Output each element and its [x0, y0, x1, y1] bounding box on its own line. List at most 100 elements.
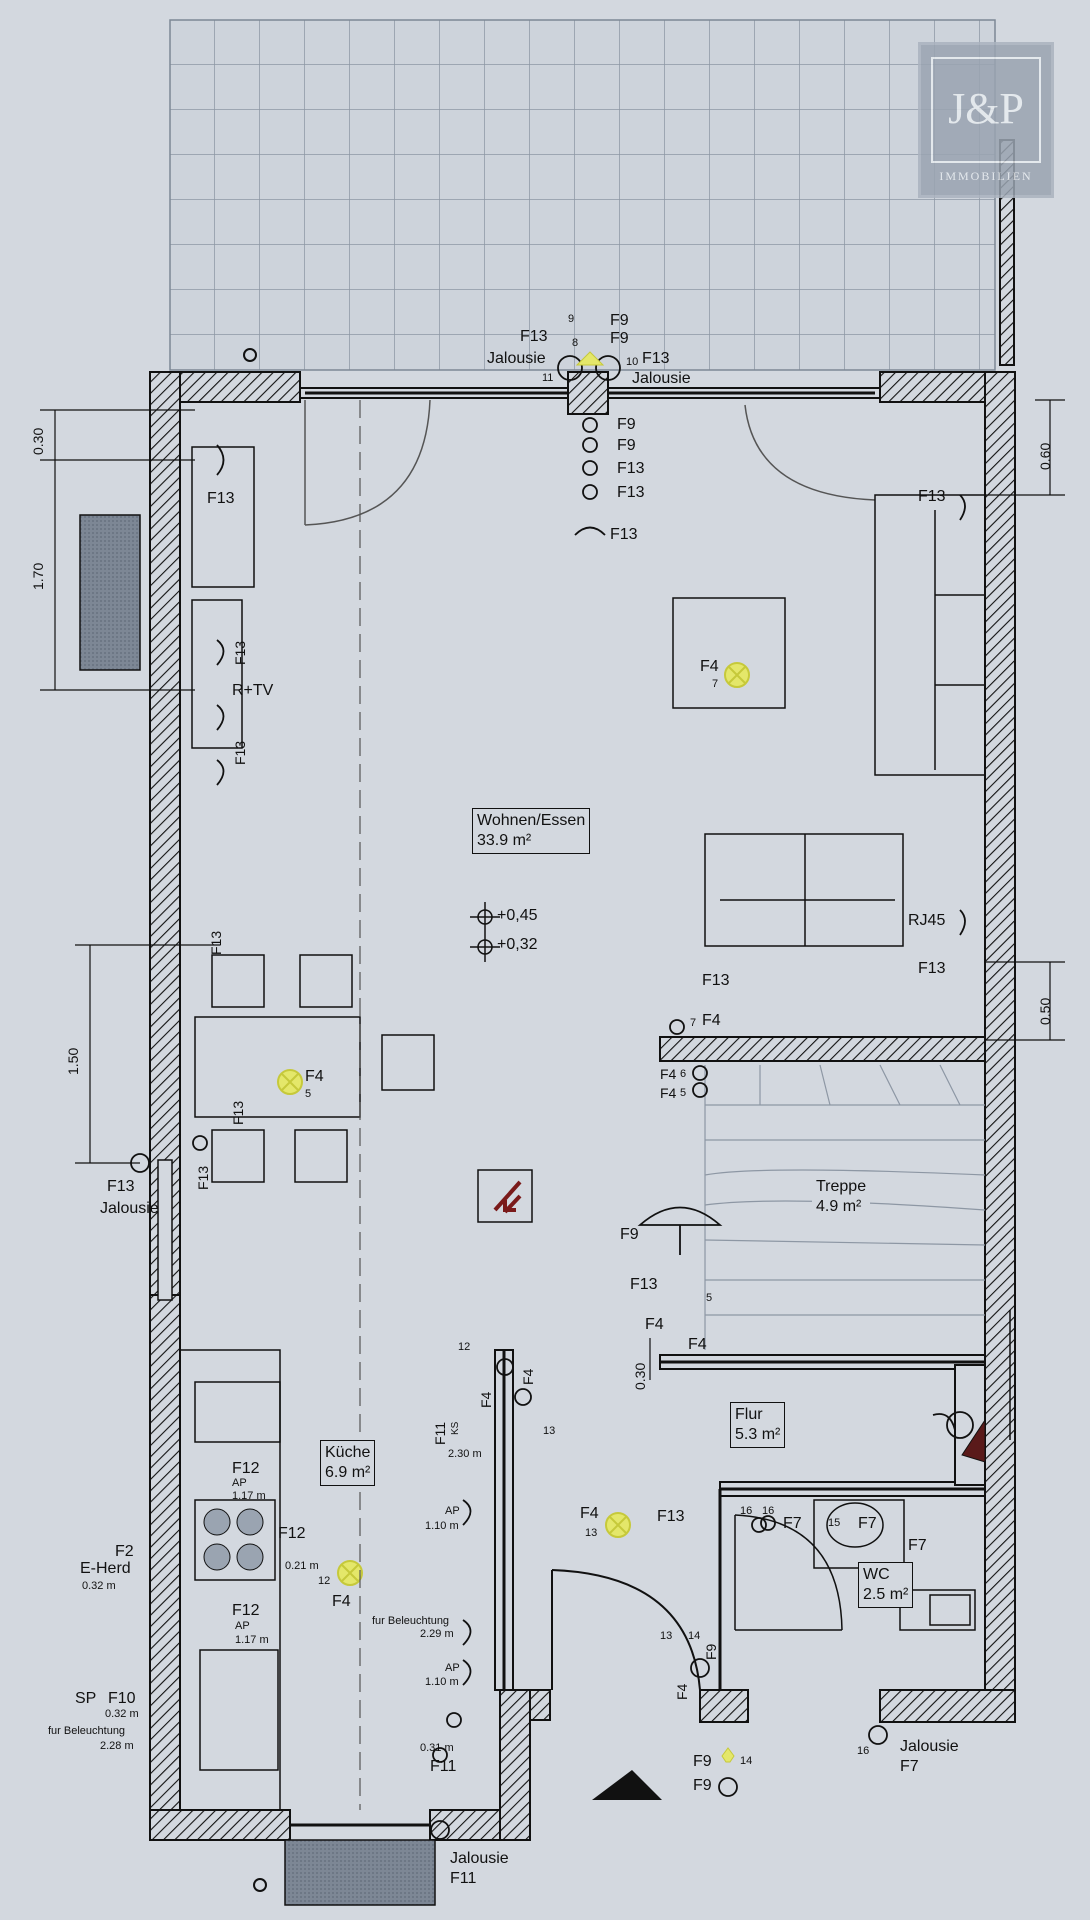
label-f13: F13 [610, 526, 638, 543]
label-num: 8 [572, 337, 579, 349]
room-name: WC [863, 1566, 890, 1583]
dim-050: 0.50 [1037, 997, 1053, 1025]
room-name: Flur [735, 1406, 763, 1423]
label-f12: F12 [232, 1460, 260, 1477]
label-rtv: R+TV [232, 682, 274, 699]
label-num: 15 [828, 1517, 841, 1529]
exterior-walls [149, 371, 1016, 1841]
room-name: Küche [325, 1444, 371, 1461]
label-f4: F4 [700, 658, 719, 675]
room-name: Wohnen/Essen [477, 812, 586, 829]
label-num: 16 [762, 1505, 775, 1517]
label-ap: AP [445, 1662, 460, 1674]
room-area: 33.9 m² [477, 832, 532, 849]
label-f9: F9 [693, 1777, 712, 1794]
label-f13: F13 [630, 1276, 658, 1293]
label-ap-height: 1.17 m [235, 1634, 269, 1646]
room-wohnen-essen: Wohnen/Essen 33.9 m² [472, 808, 591, 854]
label-jalousie: Jalousie [100, 1200, 159, 1217]
label-f4: F4 [332, 1593, 351, 1610]
label-f11: F11 [450, 1870, 477, 1887]
label-num: 7 [712, 678, 719, 690]
dimension-lines [40, 399, 1065, 1380]
label-beleuchtung-height: 2.29 m [420, 1628, 454, 1640]
label-num: 14 [740, 1755, 753, 1767]
label-num: 5 [305, 1088, 312, 1100]
label-num: 7 [690, 1017, 697, 1029]
label-f13: F13 [195, 1165, 211, 1190]
room-wc: WC 2.5 m² [858, 1562, 914, 1608]
room-kueche: Küche 6.9 m² [320, 1440, 376, 1486]
label-f13: F13 [232, 740, 248, 765]
label-f4: F4 [580, 1505, 599, 1522]
top-window [299, 371, 881, 415]
label-f4: F4 [478, 1391, 494, 1408]
interior-walls [494, 1036, 986, 1691]
label-f9: F9 [703, 1643, 719, 1660]
terrace [169, 19, 996, 371]
label-f9: F9 [620, 1226, 639, 1243]
label-f9: F9 [693, 1753, 712, 1770]
room-treppe: Treppe 4.9 m² [812, 1175, 871, 1219]
label-f13: F13 [617, 460, 645, 477]
label-f13: F13 [918, 488, 946, 505]
dim-030-flur: 0.30 [632, 1362, 648, 1390]
label-ap: AP [445, 1505, 460, 1517]
label-eherd: E-Herd [80, 1560, 131, 1577]
label-f11: F11 [432, 1421, 448, 1445]
label-f7: F7 [783, 1515, 802, 1532]
label-f2: F2 [115, 1543, 134, 1560]
label-num: 14 [688, 1630, 701, 1642]
label-f13: F13 [642, 350, 670, 367]
label-beleuchtung: fur Beleuchtung [48, 1725, 126, 1737]
label-num: 13 [585, 1527, 598, 1539]
electrical-symbols [130, 355, 974, 1840]
furniture [179, 446, 986, 1811]
label-beleuchtung-height: 2.28 m [100, 1740, 134, 1752]
label-f4: F4 [305, 1068, 324, 1085]
label-beleuchtung: fur Beleuchtung [372, 1615, 450, 1627]
label-f12: F12 [278, 1525, 306, 1542]
label-ks-height: 2.30 m [448, 1448, 482, 1460]
label-num: 9 [568, 313, 575, 325]
label-f9: F9 [617, 416, 636, 433]
label-f7: F7 [858, 1515, 877, 1532]
label-f13: F13 [918, 960, 946, 977]
label-jalousie: Jalousie [450, 1850, 509, 1867]
label-ks: KS [450, 1421, 461, 1435]
label-f12: F12 [232, 1602, 260, 1619]
label-jalousie: Jalousie [900, 1738, 959, 1755]
height-label-1: +0,45 [497, 907, 538, 924]
label-rj45: RJ45 [908, 912, 946, 929]
label-f10: F10 [108, 1690, 136, 1707]
label-jalousie: Jalousie [632, 370, 691, 387]
label-num: 16 [857, 1745, 870, 1757]
label-height-031: 0.31 m [420, 1742, 454, 1754]
hob-rings [203, 1508, 264, 1571]
label-ap-height: 1.10 m [425, 1520, 459, 1532]
label-num: 12 [458, 1341, 471, 1353]
logo-brand: J&P [948, 84, 1024, 133]
label-f9: F9 [610, 312, 629, 329]
dim-030-top: 0.30 [30, 427, 46, 455]
label-sp: SP [75, 1690, 97, 1707]
company-logo: J&P IMMOBILIEN [918, 42, 1054, 198]
label-f13: F13 [232, 640, 248, 665]
label-ah-height: 0.21 m [285, 1560, 319, 1572]
room-area: 6.9 m² [325, 1464, 371, 1481]
label-num: 16 [740, 1505, 753, 1517]
logo-tagline: IMMOBILIEN [939, 169, 1033, 183]
label-f7: F7 [908, 1537, 927, 1554]
label-f4: F4 [702, 1012, 721, 1029]
label-num: 11 [542, 372, 554, 384]
label-num: 10 [626, 356, 639, 368]
label-eherd-height: 0.32 m [82, 1580, 116, 1592]
label-f4: F4 [674, 1683, 690, 1700]
label-sp-height: 0.32 m [105, 1708, 139, 1720]
room-area: 5.3 m² [735, 1426, 781, 1443]
left-window-sill [79, 514, 141, 671]
label-num: 13 [543, 1425, 556, 1437]
label-f9: F9 [617, 437, 636, 454]
label-f13: F13 [207, 490, 235, 507]
dim-170: 1.70 [30, 562, 46, 590]
